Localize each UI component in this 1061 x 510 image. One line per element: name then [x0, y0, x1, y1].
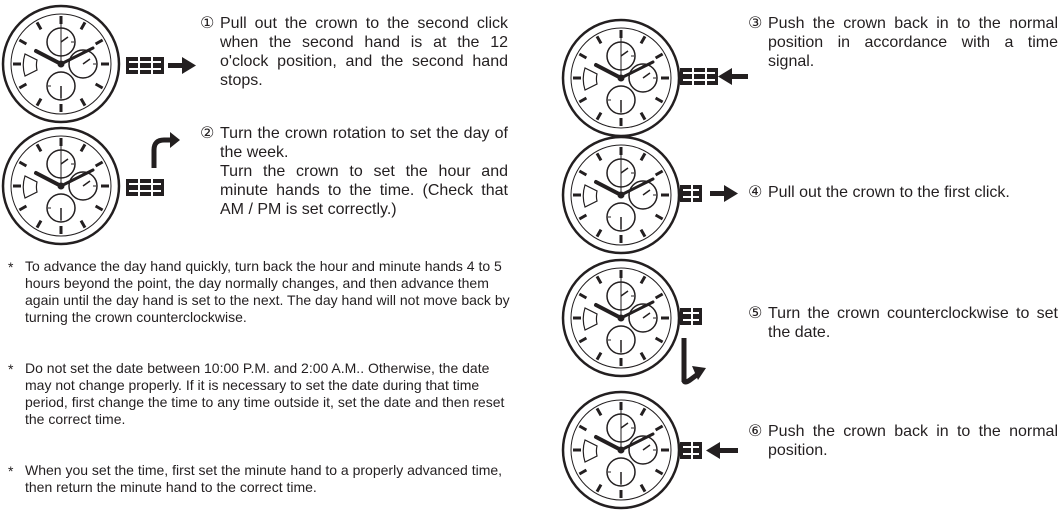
step-number: ③ — [748, 14, 762, 33]
crown-icon — [126, 179, 164, 196]
note-3: * When you set the time, first set the m… — [8, 462, 513, 496]
step-text: Pull out the crown to the first click. — [768, 183, 1058, 202]
note-text: To advance the day hand quickly, turn ba… — [25, 258, 513, 326]
note-1: * To advance the day hand quickly, turn … — [8, 258, 513, 326]
step-2: ② Turn the crown rotation to set the day… — [200, 124, 508, 219]
note-text: Do not set the date between 10:00 P.M. a… — [25, 360, 513, 428]
watch-illustration-step-1 — [0, 2, 200, 126]
step-text: Push the crown back in to the normal pos… — [768, 14, 1058, 71]
watch-illustration-step-5 — [560, 256, 760, 396]
step-number: ④ — [748, 183, 762, 202]
crown-icon — [680, 442, 702, 459]
step-text: Turn the crown counterclockwise to set t… — [768, 304, 1058, 342]
watch-illustration-step-3 — [560, 16, 760, 140]
arrow-left-icon — [718, 68, 748, 85]
crown-icon — [126, 57, 164, 74]
note-bullet: * — [8, 361, 13, 378]
arrow-right-icon — [710, 185, 738, 202]
note-text: When you set the time, first set the min… — [25, 462, 513, 496]
note-bullet: * — [8, 463, 13, 480]
step-1: ① Pull out the crown to the second click… — [200, 14, 508, 90]
note-bullet: * — [8, 259, 13, 276]
arrow-right-icon — [168, 57, 196, 74]
step-text: Pull out the crown to the second click w… — [220, 14, 508, 90]
step-3: ③ Push the crown back in to the normal p… — [748, 14, 1058, 71]
crown-icon — [680, 68, 718, 85]
step-number: ⑤ — [748, 304, 762, 323]
rotate-counterclockwise-arrow-icon — [684, 338, 706, 382]
watch-illustration-step-4 — [560, 133, 760, 257]
step-text: Turn the crown to set the hour and minut… — [220, 162, 508, 219]
step-text: Push the crown back in to the normal pos… — [768, 422, 1058, 460]
step-number: ⑥ — [748, 422, 762, 441]
watch-illustration-step-2 — [0, 124, 200, 248]
step-text: Turn the crown rotation to set the day o… — [220, 124, 508, 162]
arrow-left-icon — [706, 442, 738, 459]
step-6: ⑥ Push the crown back in to the normal p… — [748, 422, 1058, 460]
crown-icon — [680, 185, 702, 202]
step-4: ④ Pull out the crown to the first click. — [748, 183, 1058, 202]
note-2: * Do not set the date between 10:00 P.M.… — [8, 360, 513, 428]
watch-illustration-step-6 — [560, 390, 760, 510]
crown-icon — [680, 308, 702, 325]
step-number: ② — [200, 124, 214, 143]
step-number: ① — [200, 14, 214, 33]
rotate-arrow-icon — [154, 132, 180, 168]
step-5: ⑤ Turn the crown counterclockwise to set… — [748, 304, 1058, 342]
